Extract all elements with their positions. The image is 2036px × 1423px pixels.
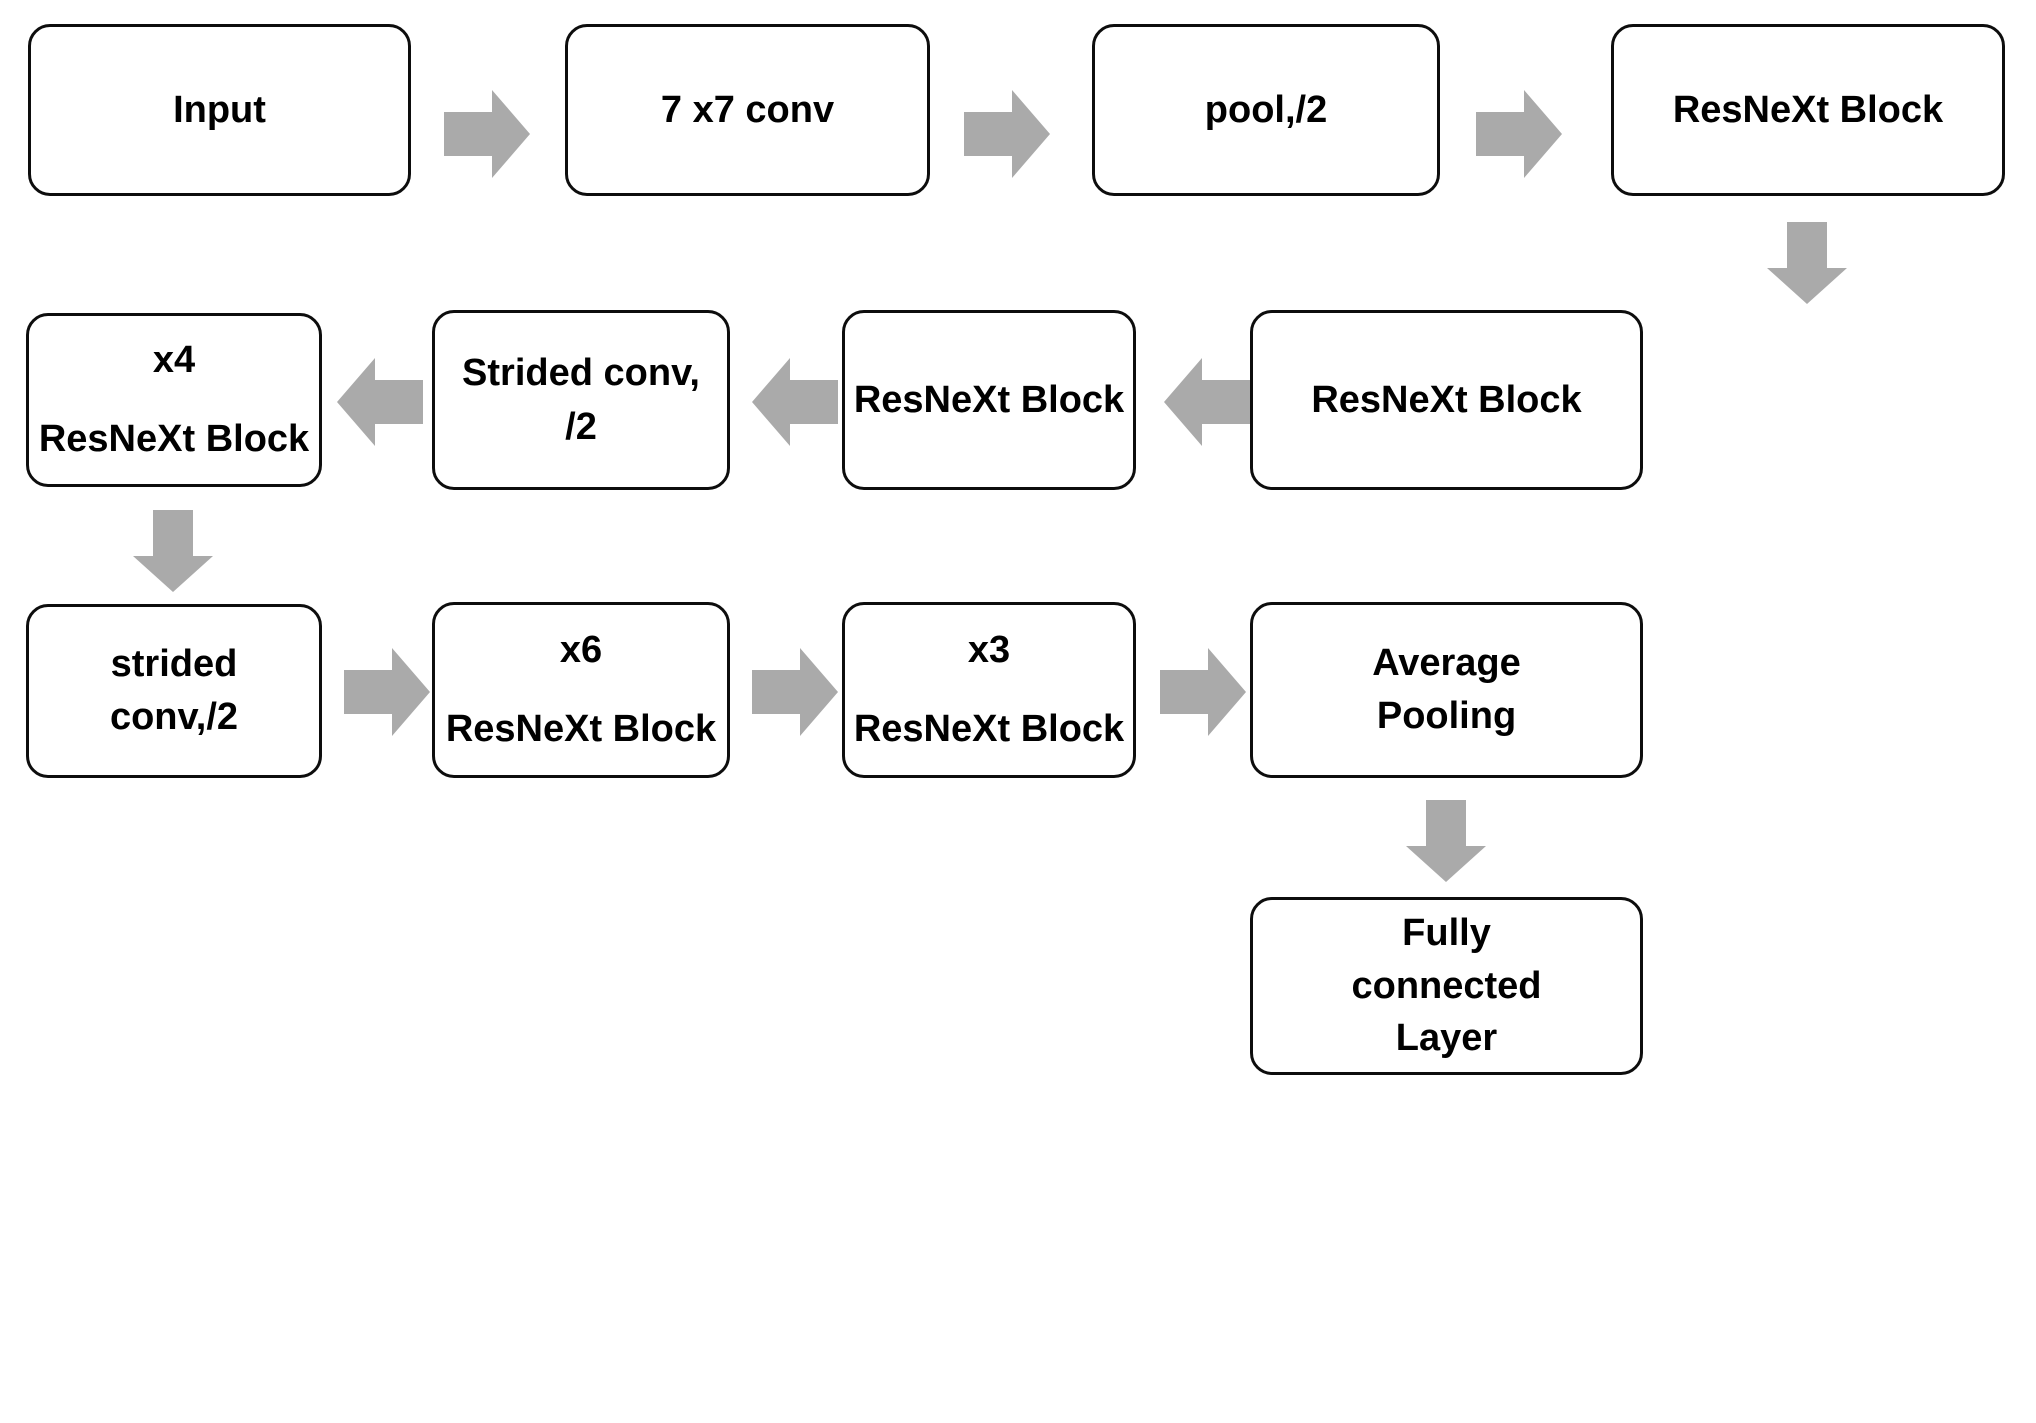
- node-strided-conv-2-a-line1: Strided conv,: [462, 351, 700, 394]
- node-strided-conv-2-b-line2: conv,/2: [109, 696, 239, 738]
- arrow-left-resnext-block-3-to-strided-conv-a: [752, 358, 838, 446]
- node-resnext-block-3[interactable]: ResNeXt Block: [842, 310, 1136, 490]
- node-fully-connected-layer[interactable]: Fully connected Layer: [1250, 897, 1643, 1075]
- node-average-pooling-line2: Pooling: [1376, 695, 1517, 737]
- node-x6-resnext-block-label: ResNeXt Block: [445, 708, 717, 750]
- arrow-left-strided-conv-a-to-x4-resnext-block: [337, 358, 423, 446]
- arrow-down-average-pooling-to-fully-connected-layer: [1406, 800, 1486, 882]
- node-strided-conv-2-b[interactable]: strided conv,/2: [26, 604, 322, 778]
- arrow-right-conv7x7-to-pool2: [964, 90, 1050, 178]
- arrow-right-strided-conv-b-to-x6-resnext-block: [344, 648, 430, 736]
- node-x4-resnext-block-count: x4: [152, 339, 196, 382]
- node-average-pooling[interactable]: Average Pooling: [1250, 602, 1643, 778]
- node-pool2-label: pool,/2: [1204, 88, 1328, 131]
- arrow-right-x3-resnext-block-to-average-pooling: [1160, 648, 1246, 736]
- node-conv7x7[interactable]: 7 x7 conv: [565, 24, 930, 196]
- node-strided-conv-2-b-line1: strided: [110, 643, 238, 686]
- arrow-right-x6-resnext-block-to-x3-resnext-block: [752, 648, 838, 736]
- node-fully-connected-layer-line3: Layer: [1395, 1017, 1498, 1060]
- node-input-label: Input: [173, 88, 266, 131]
- node-x3-resnext-block[interactable]: x3 ResNeXt Block: [842, 602, 1136, 778]
- node-resnext-block-1[interactable]: ResNeXt Block: [1611, 24, 2005, 196]
- node-fully-connected-layer-line1: Fully: [1402, 911, 1491, 954]
- node-input[interactable]: Input: [28, 24, 411, 196]
- node-x4-resnext-block[interactable]: x4 ResNeXt Block: [26, 313, 322, 487]
- node-resnext-block-2[interactable]: ResNeXt Block: [1250, 310, 1643, 490]
- node-x4-resnext-block-label: ResNeXt Block: [38, 418, 310, 460]
- node-x6-resnext-block-count: x6: [559, 629, 603, 672]
- node-strided-conv-2-a[interactable]: Strided conv, /2: [432, 310, 730, 490]
- arrow-right-pool2-to-resnext-block-1: [1476, 90, 1562, 178]
- node-x3-resnext-block-count: x3: [967, 629, 1011, 672]
- arrow-right-input-to-conv7x7: [444, 90, 530, 178]
- node-strided-conv-2-a-line2: /2: [565, 406, 597, 448]
- arrow-left-resnext-block-2-to-resnext-block-3: [1164, 358, 1250, 446]
- node-average-pooling-line1: Average: [1372, 642, 1521, 685]
- node-resnext-block-2-label: ResNeXt Block: [1311, 378, 1582, 421]
- arrow-down-x4-resnext-block-to-strided-conv-b: [133, 510, 213, 592]
- node-x3-resnext-block-label: ResNeXt Block: [853, 708, 1125, 750]
- node-fully-connected-layer-line2: connected: [1351, 964, 1542, 1007]
- node-resnext-block-3-label: ResNeXt Block: [853, 378, 1125, 421]
- arrow-down-resnext-block-1-to-resnext-block-2: [1767, 222, 1847, 304]
- node-conv7x7-label: 7 x7 conv: [660, 88, 835, 131]
- node-x6-resnext-block[interactable]: x6 ResNeXt Block: [432, 602, 730, 778]
- node-pool2[interactable]: pool,/2: [1092, 24, 1440, 196]
- node-resnext-block-1-label: ResNeXt Block: [1672, 88, 1944, 131]
